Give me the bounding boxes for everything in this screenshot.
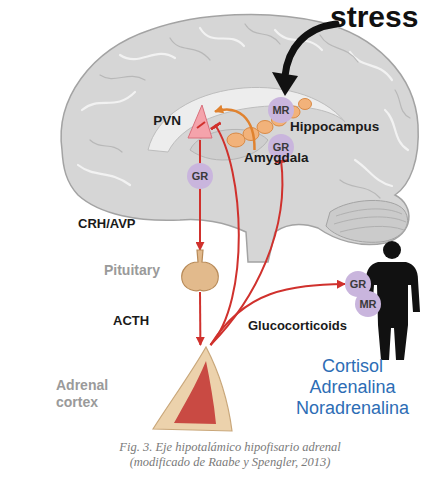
node-label: GR [192,170,209,182]
sulcus-line [320,35,358,62]
figure-caption: Fig. 3. Eje hipotalámico hipofisario adr… [95,440,365,470]
fold-line [340,226,404,232]
sulcus-line [90,140,122,152]
node-label: Amygdala [244,150,314,165]
receptor-circle: GR [187,163,213,189]
stress-label: stress [330,0,418,34]
node-label: Hippocampus [290,119,380,134]
pvn-triangle [188,105,212,138]
gyrus-line [82,92,135,110]
connector [211,284,346,345]
connector [215,110,255,150]
connector [211,160,283,345]
hippocampus-blob [257,121,273,134]
sulcus-line [100,75,145,80]
gyrus-line [78,165,130,185]
stress-arrow-shaft [285,24,336,76]
connector [199,140,201,250]
gyrus-line [120,54,175,59]
node-label: MR [272,104,289,116]
edge-label: ACTH [113,313,149,328]
fold-line [336,209,402,216]
brain-sulci [90,24,410,198]
node-label: GR [350,278,367,290]
sulcus-line [340,180,380,198]
adrenal-shape [150,345,234,433]
edge-label: CRH/AVP [78,216,136,231]
node-label: Adrenal cortex [56,377,118,411]
connector [199,292,201,345]
brain-region-label: Hippocampus [290,119,380,137]
human-head [383,241,401,259]
amygdala-blob [227,133,245,147]
hormone-list: Cortisol Adrenalina Noradrenalina [296,356,409,419]
hippocampus-blob [299,99,312,110]
receptor-circle: MR [355,291,381,317]
adrenal-medulla [174,361,216,424]
sulcus-line [245,24,280,44]
sulcus-line [170,38,210,60]
pvn-nucleus: PVN [185,102,215,140]
cerebellum [326,200,408,242]
pvn-mark [197,122,205,128]
cerebellum-folds [334,209,406,232]
pituitary-shape [178,250,222,292]
node-label: Pituitary [104,262,160,278]
pvn-shape [185,102,215,140]
sulcus-line [395,90,410,118]
gyrus-line [200,28,244,46]
brain-gyri [78,28,408,186]
adrenal-gland [153,347,232,431]
gyrus-line [385,110,408,150]
pituitary-gland [182,250,219,291]
node-label: PVN [153,113,181,128]
pituitary-gland: Pituitary [178,250,222,292]
adrenal-gland: Adrenal cortex [150,345,234,433]
hormone-label: Glucocorticoids [248,318,347,333]
fold-line [334,217,406,224]
stress-arrow-head [272,72,298,96]
brain-outline [61,14,418,262]
gyrus-line [355,160,392,186]
node-label: MR [359,298,376,310]
gyrus-line [350,52,392,80]
brain-region-label: Amygdala [244,150,314,168]
connector [211,125,239,345]
